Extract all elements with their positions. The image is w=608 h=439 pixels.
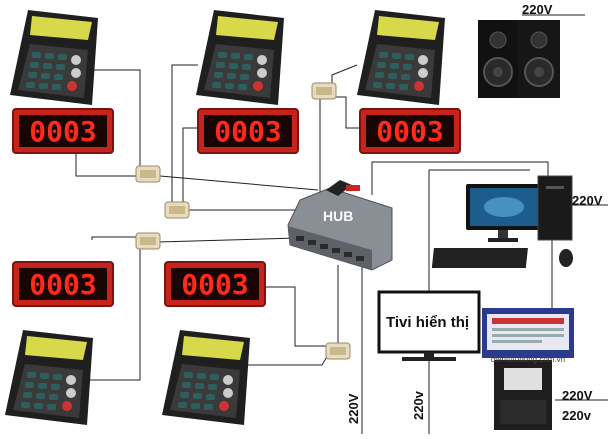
power-label-printer-bottom: 220v [562, 408, 591, 423]
wire-display4 [91, 236, 140, 240]
power-label-printer-top: 220V [562, 388, 593, 403]
rj45-coupler-c [311, 82, 337, 100]
keypad-terminal-5 [162, 330, 250, 425]
wire-couplerD-hub [157, 237, 299, 243]
wire-display2 [182, 127, 197, 205]
power-label-computer: 220V [572, 193, 603, 208]
keypad-terminal-3 [357, 10, 445, 105]
power-label-tv: 220v [411, 391, 426, 420]
rj45-couplers [135, 82, 351, 360]
wire-keypad3 [331, 64, 358, 85]
speakers [478, 20, 560, 98]
ticket-printer [482, 308, 574, 430]
printer-watermark: dientutudong.com.vn [491, 355, 565, 364]
wire-display3 [332, 96, 362, 129]
wire-keypad1 [92, 69, 141, 172]
wire-keypad4 [90, 245, 141, 381]
display-value-4: 0003 [29, 268, 96, 301]
power-label-speakers: 220V [522, 2, 553, 17]
wire-hub-computer [371, 161, 549, 195]
rj45-coupler-e [325, 342, 351, 360]
rj45-coupler-d [135, 232, 161, 250]
power-label-hub: 220V [346, 393, 361, 424]
wire-display1 [75, 150, 140, 177]
keypad-terminal-4 [5, 330, 93, 425]
wiring [75, 14, 608, 434]
rj45-coupler-a [135, 165, 161, 183]
display-value-3: 0003 [376, 115, 443, 148]
wire-keypad2 [171, 64, 198, 205]
display-value-2: 0003 [214, 115, 281, 148]
keypad-terminal-1 [10, 10, 98, 105]
computer [431, 175, 573, 268]
network-hub [287, 180, 393, 271]
hub-label: HUB [323, 208, 353, 224]
rj45-coupler-b [164, 201, 190, 219]
wire-keypad5 [242, 354, 329, 366]
wire-couplerA-hub [159, 175, 319, 191]
keypad-terminal-2 [196, 10, 284, 105]
tv-label: Tivi hiển thị [386, 314, 470, 331]
wire-display5 [262, 286, 330, 347]
display-value-1: 0003 [29, 115, 96, 148]
tv-display [377, 290, 481, 361]
display-value-5: 0003 [181, 268, 248, 301]
